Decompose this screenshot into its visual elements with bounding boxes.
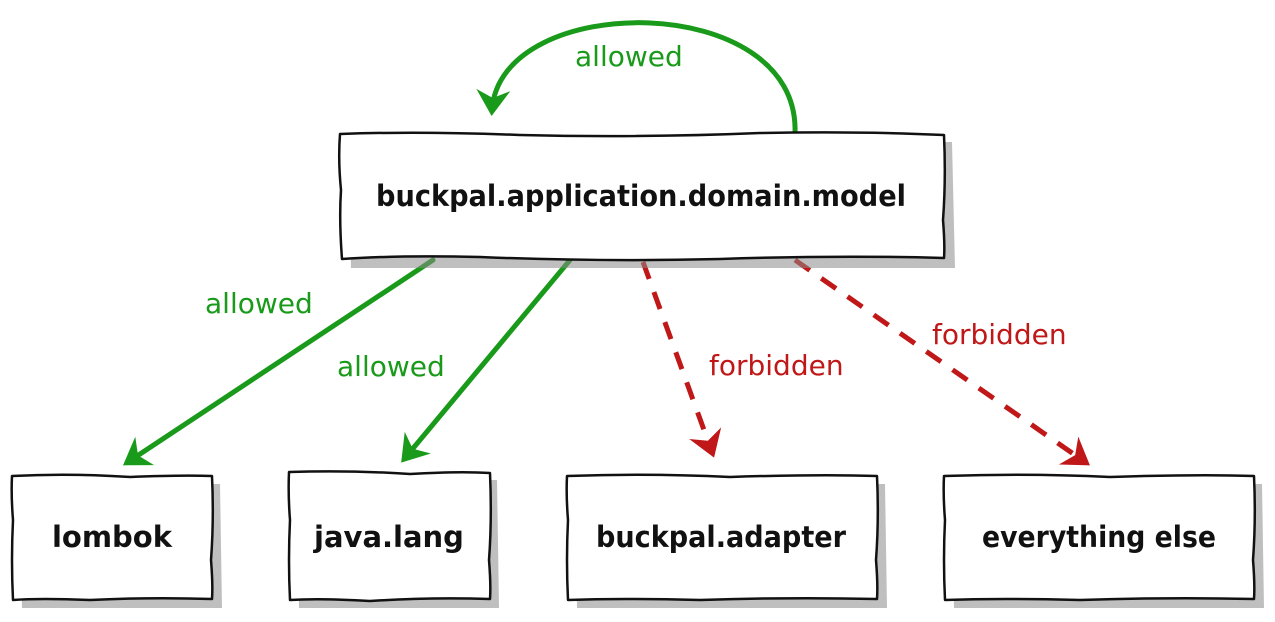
node-lombok: lombok: [10, 473, 222, 608]
node-everything-else: everything else: [942, 473, 1264, 608]
edge-label-self-loop: allowed: [575, 40, 683, 73]
node-adapter: buckpal.adapter: [565, 473, 887, 608]
node-everything-else-label: everything else: [982, 520, 1216, 554]
edge-to-adapter: [640, 261, 722, 458]
edge-to-lombok: [122, 257, 436, 466]
node-java-lang-box: [287, 470, 493, 603]
node-lombok-label: lombok: [52, 520, 173, 554]
node-java-lang-label: java.lang: [313, 520, 464, 554]
node-model-label: buckpal.application.domain.model: [376, 179, 906, 213]
edge-label-to-java-lang: allowed: [337, 350, 445, 383]
edge-to-java-lang: [401, 257, 573, 463]
edges-layer: [122, 20, 1090, 466]
node-everything-else-box: [942, 473, 1257, 602]
node-lombok-box: [10, 473, 215, 602]
node-java-lang: java.lang: [287, 470, 499, 608]
edge-label-to-everything-else: forbidden: [932, 318, 1067, 351]
node-adapter-label: buckpal.adapter: [596, 520, 847, 554]
edge-to-everything-else: [793, 257, 1090, 466]
edge-labels-layer: allowed allowed allowed forbidden forbid…: [205, 40, 1067, 383]
edge-self-loop: [476, 20, 798, 136]
node-adapter-box: [565, 473, 880, 602]
node-model: buckpal.application.domain.model: [337, 131, 955, 268]
edge-label-to-lombok: allowed: [205, 287, 313, 320]
edge-label-to-adapter: forbidden: [709, 349, 844, 382]
node-model-box: [337, 131, 947, 262]
